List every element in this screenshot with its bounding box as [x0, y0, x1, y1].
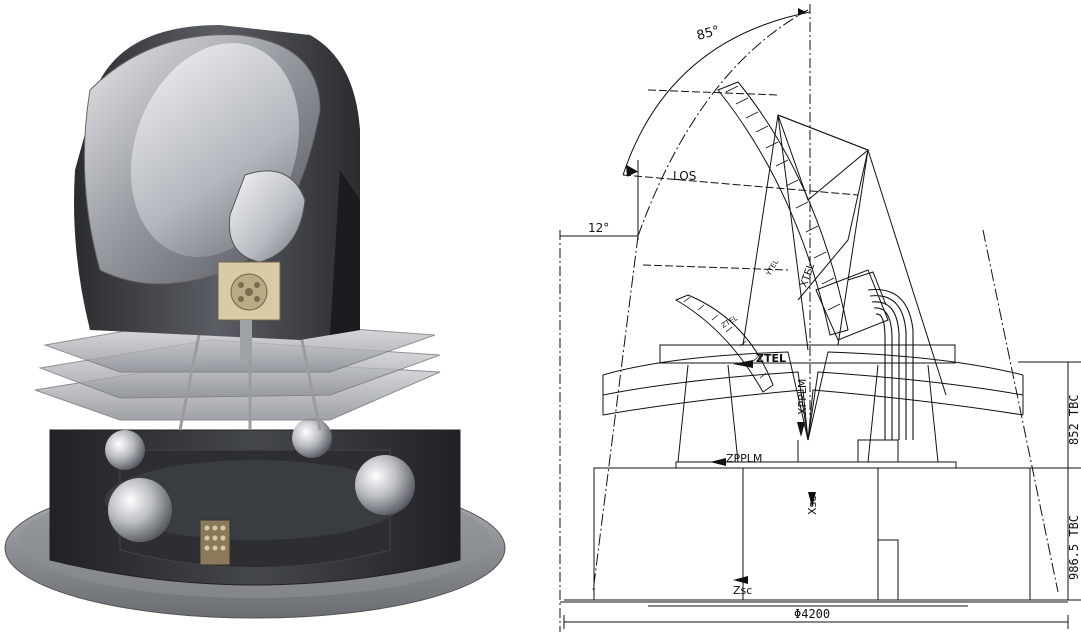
envelope-right: [982, 229, 1059, 593]
service-module-outline: [593, 467, 1031, 601]
y-tel-label: YTEL: [764, 258, 780, 278]
propellant-tank-left: [108, 478, 172, 542]
secondary-reflector: [228, 170, 306, 263]
primary-mirror: [717, 81, 849, 336]
x-pplm-label: XPPLM: [796, 379, 809, 415]
height-lower-label: 986.5 TBC: [1067, 515, 1081, 580]
z-pplm-label: ZPPLM: [726, 452, 762, 465]
diameter-label: Φ4200: [794, 607, 830, 621]
z-sc-label: Zsc: [733, 584, 752, 597]
envelope-left: [637, 9, 809, 237]
angle-arc-85: [622, 11, 811, 176]
x-sc-label: Xsc: [806, 496, 819, 515]
propellant-tank-back-left: [105, 430, 145, 470]
focal-plane-unit: [815, 269, 889, 341]
v-groove-1: [602, 351, 1024, 441]
secondary-mirror: [674, 294, 774, 393]
los-label: LOS: [673, 169, 696, 183]
z-tel-label: ZTEL: [756, 352, 786, 365]
propellant-tank-back-right: [292, 418, 332, 458]
technical-drawing: 85° 12° LOS ZTEL XTEL YTEL ZTEL XPPLM ZP…: [548, 0, 1081, 632]
angle-12-label: 12°: [588, 221, 609, 235]
angle-85-label: 85°: [695, 23, 721, 43]
spacecraft-render: [4, 25, 506, 619]
spacecraft-illustration: [4, 25, 506, 619]
height-upper-label: 852 TBC: [1067, 394, 1081, 445]
pplm-platform: [659, 344, 956, 364]
spacecraft-drawing: 85° 12° LOS ZTEL XTEL YTEL ZTEL XPPLM ZP…: [559, 4, 1081, 632]
cooler-pipes: [867, 288, 914, 440]
propellant-tank-right: [355, 455, 415, 515]
